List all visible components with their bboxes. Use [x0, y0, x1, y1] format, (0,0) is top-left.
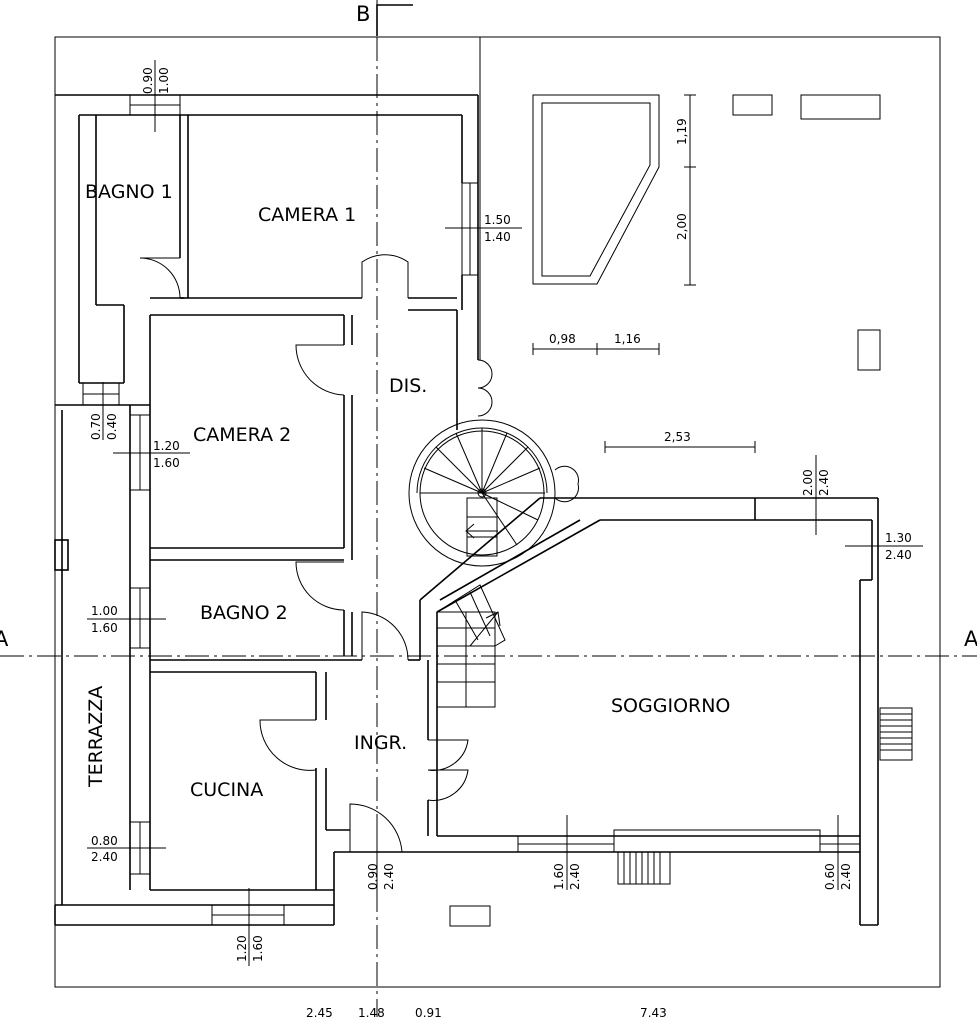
svg-text:2.40: 2.40 — [839, 863, 853, 890]
outdoor-block-4 — [449, 905, 491, 927]
radiator-east — [879, 707, 913, 761]
outdoor-block-3 — [857, 329, 881, 371]
section-b-arrow — [376, 4, 413, 36]
svg-text:1.60: 1.60 — [251, 935, 265, 962]
section-marker-a-left: A — [0, 627, 9, 651]
opening-tag-entrance-door: 0.90 2.40 — [366, 815, 396, 890]
room-label-soggiorno: SOGGIORNO — [611, 695, 730, 717]
opening-tag-soggiorno-door-right: 1.30 2.40 — [845, 531, 923, 562]
opening-tag-cucina-window-bottom: 1.20 1.60 — [235, 888, 265, 966]
dimension-pool-vertical: 1,19 2,00 — [675, 94, 696, 286]
svg-text:2,00: 2,00 — [675, 213, 689, 240]
svg-text:0,91: 0,91 — [415, 1006, 442, 1017]
svg-text:0.40: 0.40 — [105, 413, 119, 440]
svg-text:1.60: 1.60 — [91, 621, 118, 635]
straight-staircase — [436, 584, 506, 708]
section-marker-b: B — [356, 2, 370, 26]
section-marker-a-right: A — [964, 627, 977, 651]
svg-text:1.40: 1.40 — [484, 230, 511, 244]
plot-boundary — [54, 36, 941, 988]
room-label-camera1: CAMERA 1 — [258, 204, 356, 226]
room-label-bagno2: BAGNO 2 — [200, 602, 288, 624]
svg-text:0.90: 0.90 — [141, 67, 155, 94]
svg-text:0.80: 0.80 — [91, 834, 118, 848]
svg-text:1,48: 1,48 — [358, 1006, 385, 1017]
interior-walls — [150, 115, 457, 852]
svg-text:1.20: 1.20 — [235, 935, 249, 962]
opening-tag-terrace-small-window: 0.70 0.40 — [89, 382, 119, 440]
svg-text:7,43: 7,43 — [640, 1006, 667, 1017]
room-label-bagno1: BAGNO 1 — [85, 181, 173, 203]
swimming-pool — [532, 94, 660, 285]
svg-text:0.60: 0.60 — [823, 863, 837, 890]
room-label-cucina: CUCINA — [190, 779, 263, 801]
svg-text:2.40: 2.40 — [885, 548, 912, 562]
doors — [139, 254, 579, 853]
svg-text:0.70: 0.70 — [89, 413, 103, 440]
spiral-staircase — [408, 419, 556, 567]
svg-text:1,16: 1,16 — [614, 332, 641, 346]
room-label-dis: DIS. — [389, 375, 427, 397]
svg-text:1.00: 1.00 — [157, 67, 171, 94]
svg-text:1.00: 1.00 — [91, 604, 118, 618]
svg-text:1.50: 1.50 — [484, 213, 511, 227]
dimension-pool-horizontal: 0,98 1,16 — [532, 332, 660, 355]
opening-tag-bagno2-window: 1.00 1.60 — [87, 604, 166, 635]
svg-text:1.20: 1.20 — [153, 439, 180, 453]
svg-text:0.90: 0.90 — [366, 863, 380, 890]
room-label-terrazza: TERRAZZA — [85, 686, 107, 788]
svg-text:2.00: 2.00 — [801, 469, 815, 496]
svg-text:1.60: 1.60 — [552, 863, 566, 890]
svg-text:2.40: 2.40 — [91, 850, 118, 864]
opening-tag-camera2-window: 1.20 1.60 — [113, 439, 190, 470]
opening-tag-cucina-window-left: 0.80 2.40 — [87, 834, 166, 864]
svg-text:1.60: 1.60 — [153, 456, 180, 470]
opening-tag-soggiorno-door-top: 2.00 2.40 — [801, 455, 831, 535]
svg-text:2.40: 2.40 — [382, 863, 396, 890]
svg-text:2,53: 2,53 — [664, 430, 691, 444]
opening-tag-bagno1-window: 0.90 1.00 — [141, 60, 171, 132]
exterior-walls — [54, 94, 879, 926]
dimension-bottom-row: 2,45 1,48 0,91 7,43 — [306, 1006, 667, 1017]
opening-tag-soggiorno-door-bottom-right: 0.60 2.40 — [823, 815, 853, 890]
outdoor-block-2 — [800, 94, 881, 120]
room-label-camera2: CAMERA 2 — [193, 424, 291, 446]
opening-tag-camera1-window: 1.50 1.40 — [445, 213, 522, 244]
svg-text:1,19: 1,19 — [675, 118, 689, 145]
svg-text:2.40: 2.40 — [568, 863, 582, 890]
dimension-roof-span: 2,53 — [604, 430, 756, 453]
room-label-ingresso: INGR. — [354, 732, 407, 754]
svg-text:0,98: 0,98 — [549, 332, 576, 346]
opening-tag-soggiorno-window-bottom: 1.60 2.40 — [552, 815, 582, 890]
svg-text:2.40: 2.40 — [817, 469, 831, 496]
svg-text:1.30: 1.30 — [885, 531, 912, 545]
svg-text:2,45: 2,45 — [306, 1006, 333, 1017]
radiator-south — [617, 851, 671, 885]
outdoor-block-1 — [732, 94, 773, 116]
